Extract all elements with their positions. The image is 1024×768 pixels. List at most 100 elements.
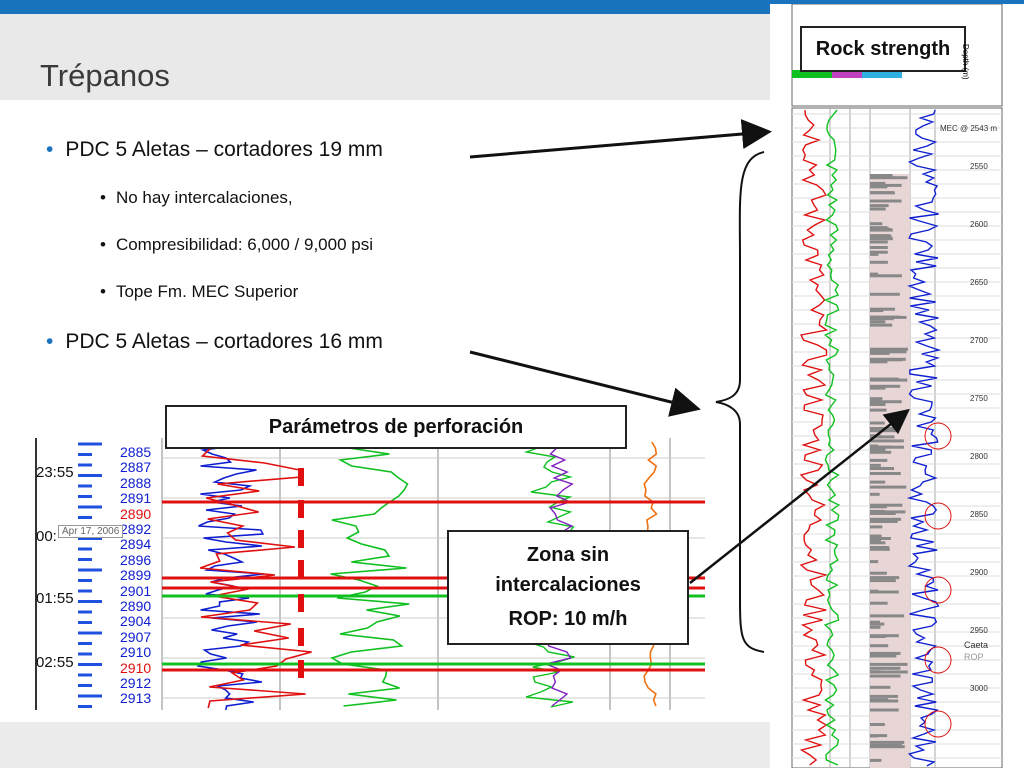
lithology-band — [870, 589, 879, 593]
lithology-band — [870, 480, 886, 484]
trace-green — [330, 441, 410, 707]
rock-depth-tick: 2700 — [970, 336, 988, 345]
depth-label: 2888 — [120, 474, 152, 491]
zone-rop: ROP: 10 m/h — [508, 608, 628, 630]
bullet-compressibility: Compresibilidad: 6,000 / 9,000 psi — [100, 235, 373, 255]
arrow-19mm — [469, 119, 772, 159]
lithology-band — [870, 547, 890, 551]
depth-label: 2910 — [120, 659, 152, 676]
lithology-band — [870, 723, 885, 726]
drilling-log-chart — [35, 438, 705, 710]
depth-label: 2892 — [120, 521, 152, 537]
zone-info-box: Zona sin intercalaciones ROP: 10 m/h — [447, 530, 689, 645]
time-label: 23:55 — [36, 464, 74, 481]
lithology-band — [870, 745, 905, 749]
lithology-band — [870, 292, 900, 296]
lithology-band — [870, 467, 894, 470]
lithology-band — [870, 397, 883, 401]
time-label: 00: — [36, 528, 57, 545]
depth-label: 2899 — [120, 567, 152, 584]
highlight-circle — [924, 502, 952, 530]
lithology-band — [870, 435, 895, 439]
lithology-band — [870, 537, 891, 540]
lithology-band — [870, 377, 900, 381]
rock-trace-blue — [906, 109, 942, 767]
zone-line-1: Zona sin — [526, 544, 610, 566]
rock-strength-log-panel: Rock strength Depth (m) MEC @ 2543 m Cae… — [770, 4, 1024, 768]
lithology-band — [870, 576, 900, 580]
depth-label: 2885 — [120, 444, 152, 460]
lithology-band — [870, 400, 902, 404]
depth-label: 2891 — [120, 490, 152, 507]
lithology-band — [870, 758, 882, 762]
lithology-band — [870, 674, 901, 678]
lithology-band — [870, 176, 908, 180]
rock-depth-tick: 2650 — [970, 278, 988, 287]
rock-strength-title: Rock strength — [800, 26, 966, 72]
time-label: 01:55 — [36, 590, 74, 607]
top-accent-bar — [0, 0, 1024, 14]
lithology-band — [870, 734, 879, 738]
lithology-band — [870, 228, 893, 232]
bullet-no-intercalations: No hay intercalaciones, — [100, 188, 293, 208]
rock-depth-tick: 2900 — [970, 568, 988, 577]
lithology-band — [870, 505, 887, 509]
lithology-band — [870, 439, 904, 443]
lithology-band — [870, 685, 891, 689]
lithology-band — [870, 651, 901, 655]
rock-depth-tick: 2750 — [970, 394, 988, 403]
lithology-band — [870, 237, 893, 241]
lithology-band — [870, 670, 881, 674]
lithology-band — [870, 357, 906, 361]
lithology-band — [870, 560, 879, 564]
arrow-zone — [689, 408, 910, 584]
legend-green — [792, 70, 832, 78]
lithology-band — [870, 620, 880, 624]
lithology-band — [870, 272, 879, 276]
mec-marker: MEC @ 2543 m — [940, 124, 998, 133]
lithology-band — [870, 234, 892, 238]
lithology-band — [870, 520, 898, 523]
depth-label: 2904 — [120, 613, 152, 630]
lithology-band — [870, 622, 885, 626]
slide-title: Trépanos — [40, 58, 170, 93]
drilling-parameters-label: Parámetros de perforación — [165, 405, 627, 449]
time-label: 02:55 — [36, 654, 74, 671]
lithology-band — [870, 625, 881, 629]
lithology-band — [870, 458, 888, 462]
lithology-band — [870, 539, 881, 543]
lithology-band — [870, 666, 901, 670]
lithology-band — [870, 463, 881, 467]
lithology-band — [870, 670, 908, 674]
lithology-band — [870, 579, 896, 583]
rock-strength-chart — [791, 4, 1003, 768]
lithology-band — [870, 571, 887, 575]
lithology-band — [870, 191, 895, 195]
lithology-band — [870, 485, 907, 489]
lithology-band — [870, 184, 884, 188]
lithology-band — [870, 517, 902, 521]
lithology-band — [870, 384, 901, 388]
date-tag: Apr 17, 2006 — [58, 525, 124, 538]
rock-depth-tick: 2550 — [970, 162, 988, 171]
lithology-band — [870, 601, 888, 605]
lithology-band — [870, 204, 889, 208]
lithology-band — [870, 317, 883, 321]
lithology-band — [870, 590, 899, 594]
lithology-band — [870, 734, 888, 738]
lithology-band — [870, 512, 896, 515]
bullet-pdc-16mm: PDC 5 Aletas – cortadores 16 mm — [46, 330, 382, 354]
lithology-band — [870, 546, 890, 549]
lithology-band — [870, 183, 902, 187]
side-label-rop: ROP — [964, 652, 984, 662]
lithology-band — [870, 246, 888, 249]
lithology-band — [870, 403, 886, 406]
lithology-band — [870, 421, 885, 425]
depth-label: 2913 — [120, 690, 152, 707]
highlight-circle — [924, 710, 952, 738]
lithology-band — [870, 634, 899, 638]
lithology-band — [870, 260, 888, 264]
highlight-circle — [924, 576, 952, 604]
lithology-band — [870, 699, 899, 703]
